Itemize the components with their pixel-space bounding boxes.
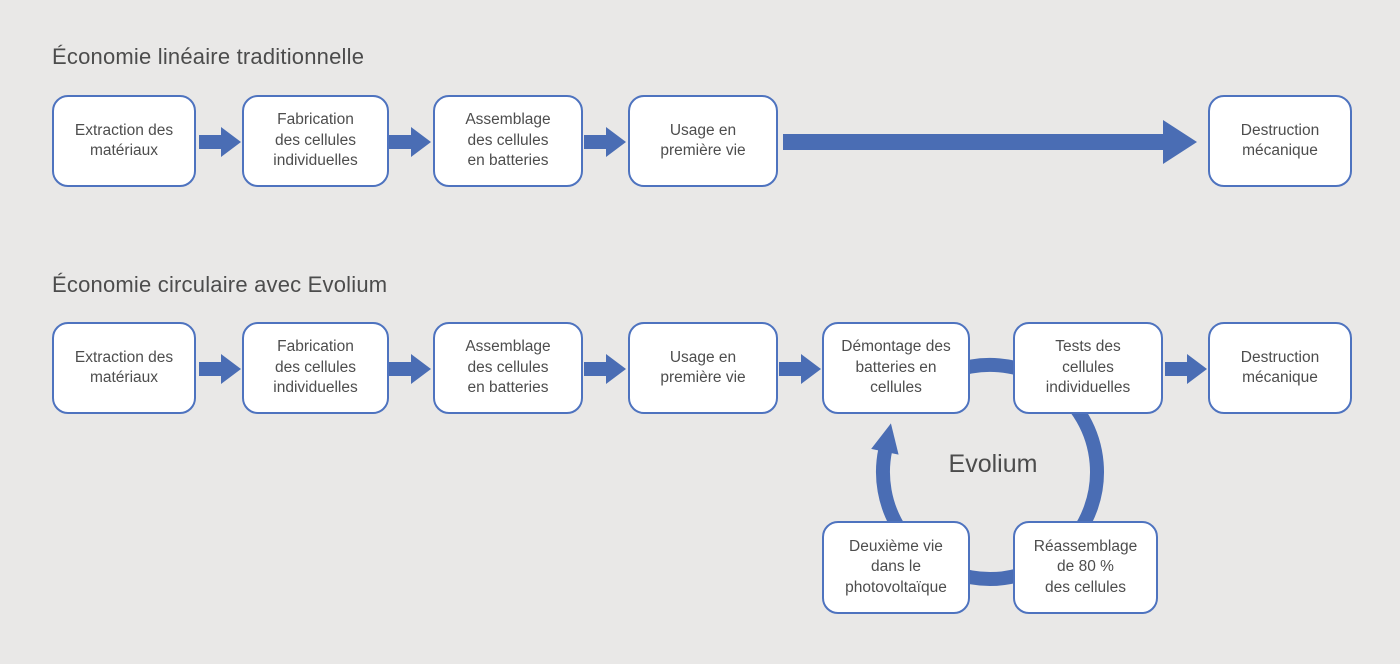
box-usage-premiere-vie: Usage en première vie	[628, 322, 778, 414]
flow-arrow-icon	[389, 354, 431, 384]
box-assemblage-batteries: Assemblage des cellules en batteries	[433, 95, 583, 187]
circular-section-title: Économie circulaire avec Evolium	[52, 272, 388, 297]
box-usage-premiere-vie: Usage en première vie	[628, 95, 778, 187]
loop-arrowhead-icon	[871, 423, 899, 455]
evolium-loop-label: Evolium	[948, 450, 1038, 478]
box-fabrication-cellules: Fabrication des cellules individuelles	[242, 322, 389, 414]
long-flow-arrow-icon	[783, 120, 1197, 164]
flow-arrow-icon	[584, 127, 626, 157]
box-destruction-mecanique: Destruction mécanique	[1208, 95, 1352, 187]
box-assemblage-batteries: Assemblage des cellules en batteries	[433, 322, 583, 414]
box-extraction-materiaux: Extraction des matériaux	[52, 322, 196, 414]
box-extraction-materiaux: Extraction des matériaux	[52, 95, 196, 187]
flow-arrow-icon	[584, 354, 626, 384]
flow-arrow-icon	[199, 354, 241, 384]
box-deuxieme-vie-photovoltaique: Deuxième vie dans le photovoltaïque	[822, 521, 970, 614]
linear-section-title: Économie linéaire traditionnelle	[52, 44, 365, 69]
box-reassemblage-cellules: Réassemblage de 80 % des cellules	[1013, 521, 1158, 614]
box-demontage-batteries: Démontage des batteries en cellules	[822, 322, 970, 414]
flow-arrow-icon	[1165, 354, 1207, 384]
box-tests-cellules: Tests des cellules individuelles	[1013, 322, 1163, 414]
box-destruction-mecanique: Destruction mécanique	[1208, 322, 1352, 414]
box-fabrication-cellules: Fabrication des cellules individuelles	[242, 95, 389, 187]
flow-arrow-icon	[389, 127, 431, 157]
flow-arrow-icon	[779, 354, 821, 384]
flow-arrow-icon	[199, 127, 241, 157]
